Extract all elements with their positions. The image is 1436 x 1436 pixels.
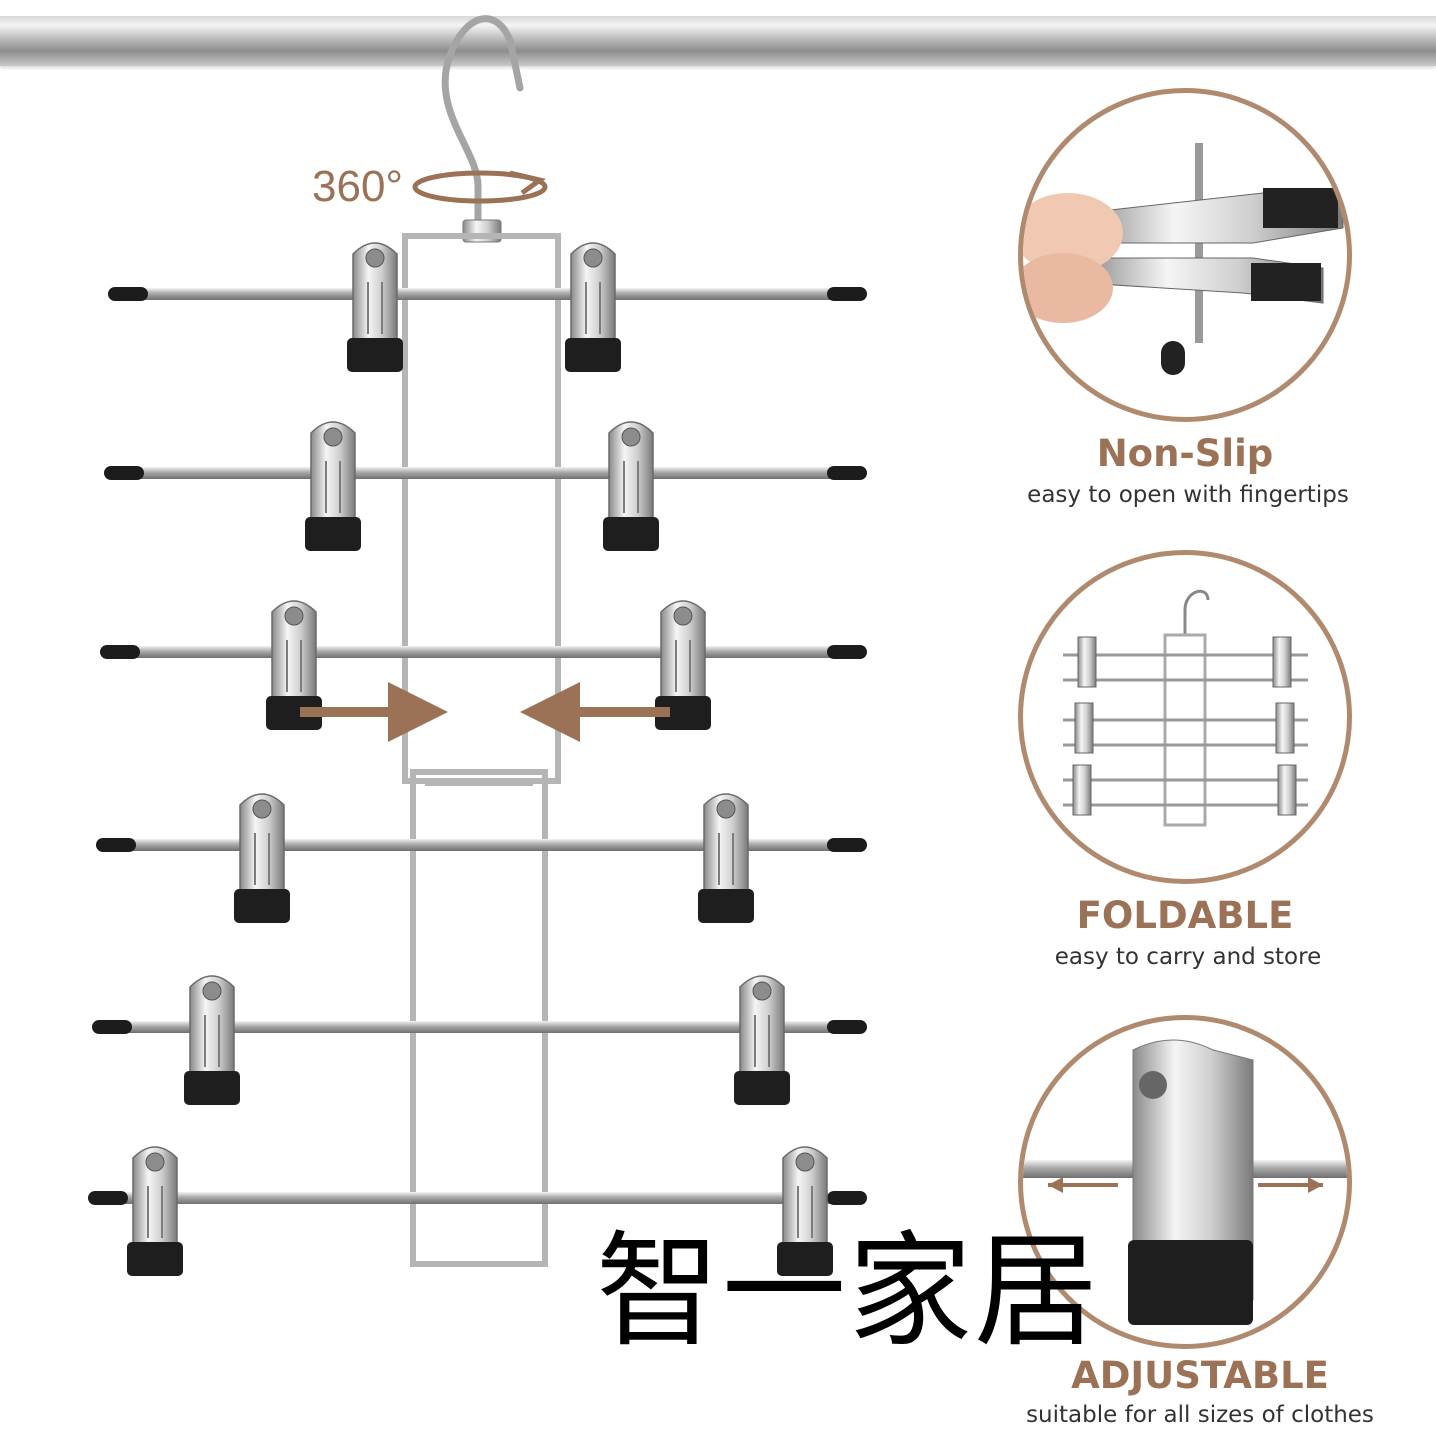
trouser-clip	[777, 1146, 833, 1276]
hanger-frame-upper	[402, 233, 561, 784]
trouser-clip	[305, 421, 361, 551]
adjustable-title: ADJUSTABLE	[1071, 1354, 1329, 1397]
trouser-clip	[734, 975, 790, 1105]
sliding-clip-icon	[1023, 1039, 1347, 1325]
hanger-bar-2	[104, 421, 867, 551]
clothes-rail	[0, 16, 1436, 66]
trouser-clip	[603, 421, 659, 551]
non-slip-title: Non-Slip	[1096, 432, 1274, 475]
trouser-clip	[266, 600, 322, 730]
non-slip-circle	[1018, 88, 1352, 422]
hanger-illustration	[88, 15, 867, 1276]
hanger-bar-1	[108, 242, 867, 372]
foldable-circle	[1018, 550, 1352, 884]
hanger-hook	[441, 15, 524, 232]
rotation-arrow-icon	[412, 170, 548, 204]
trouser-clip	[127, 1146, 183, 1276]
adjustable-subtitle: suitable for all sizes of clothes	[1026, 1402, 1374, 1428]
hanger-bar-3	[100, 600, 867, 730]
trouser-clip	[655, 600, 711, 730]
trouser-clip	[565, 242, 621, 372]
trouser-clip	[347, 242, 403, 372]
hanger-frame-lower	[410, 769, 548, 1267]
foldable-subtitle: easy to carry and store	[1054, 944, 1322, 970]
trouser-clip	[184, 975, 240, 1105]
adjustable-circle	[1018, 1015, 1352, 1349]
hanger-bar-5	[92, 975, 867, 1105]
foldable-title: FOLDABLE	[1076, 894, 1294, 937]
non-slip-subtitle: easy to open with fingertips	[1027, 482, 1349, 508]
brand-watermark: 智一家居	[596, 1220, 1101, 1364]
rotation-label: 360°	[312, 162, 404, 211]
hanger-bar-6	[88, 1146, 867, 1276]
trouser-clip	[234, 793, 290, 923]
trouser-clip	[698, 793, 754, 923]
folded-hanger-icon	[1063, 589, 1308, 827]
hanger-bar-4	[96, 793, 867, 923]
clip-closeup-icon	[1023, 143, 1344, 375]
